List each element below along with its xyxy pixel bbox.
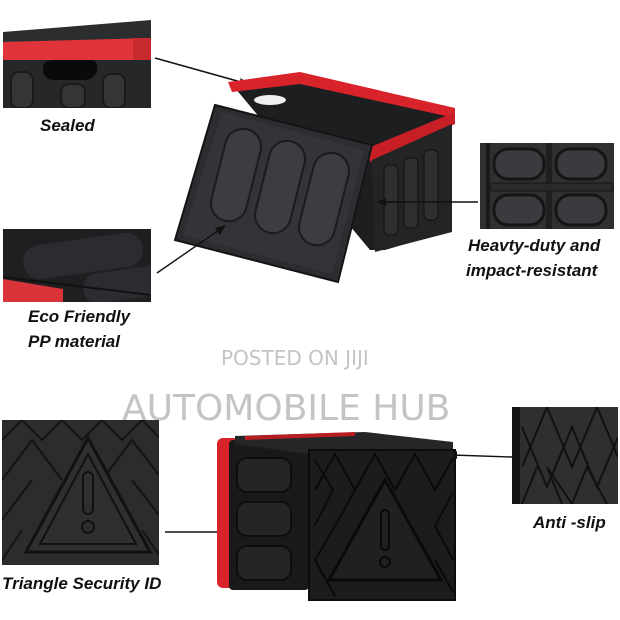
watermark-posted-on: POSTED ON JIJI [221,346,369,370]
triangle-security-detail-image [2,420,159,565]
sealed-detail-image [3,20,151,108]
box-rim-illustration [3,20,151,108]
eco-friendly-detail-image [3,229,151,302]
watermark-store-name: AUTOMOBILE HUB [122,388,451,429]
heavy-duty-detail-image [480,143,614,229]
triangle-security-label: Triangle Security ID [2,574,162,593]
anti-slip-label: Anti -slip [533,513,606,532]
heavy-duty-label-line2: impact-resistant [466,261,598,280]
sealed-label: Sealed [40,116,95,135]
eco-friendly-label-line2: PP material [28,332,120,351]
heavy-duty-label-line1: Heavty-duty and [468,236,601,255]
eco-friendly-label-line1: Eco Friendly [28,307,131,326]
closed-box-illustration [217,432,456,601]
anti-slip-detail-image [512,407,618,504]
